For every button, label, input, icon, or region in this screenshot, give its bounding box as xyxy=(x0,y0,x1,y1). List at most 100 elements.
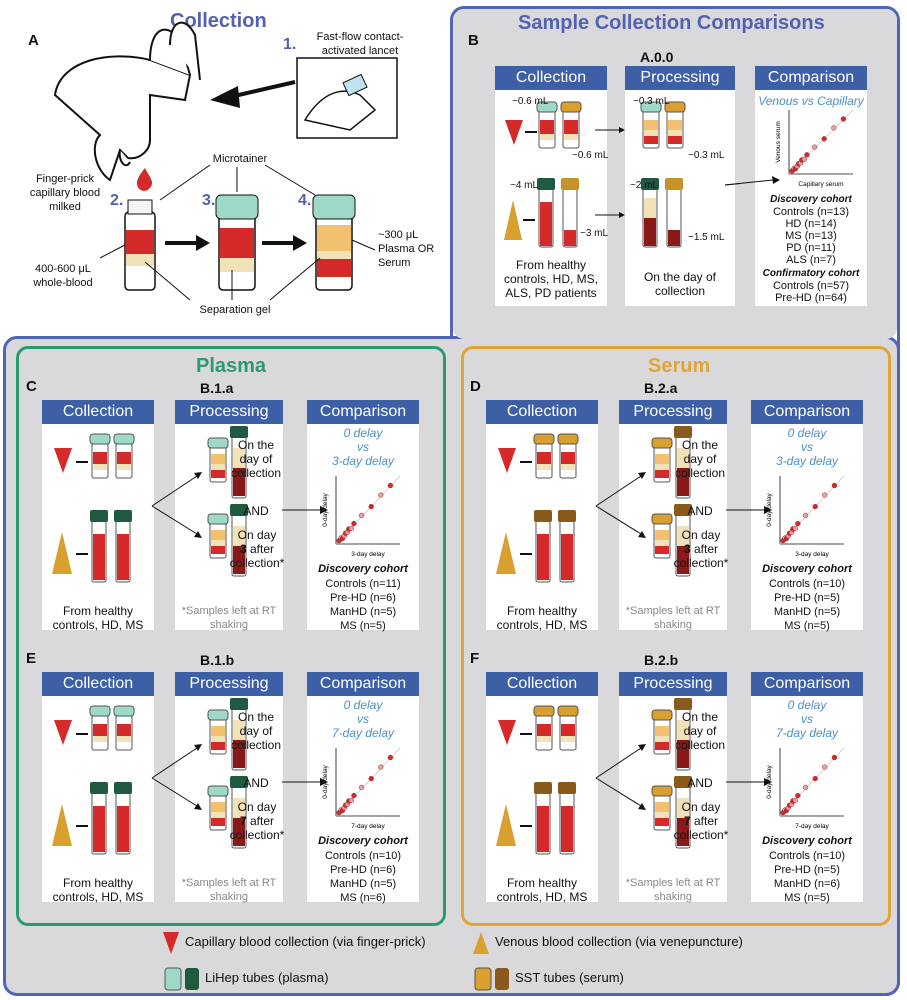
header-collection: Collection xyxy=(486,400,598,424)
whole-blood-label: 400-600 μL whole-blood xyxy=(33,263,93,289)
cohort-title: Discovery cohort xyxy=(762,563,852,575)
y-axis-label: 0-day delay xyxy=(322,492,329,526)
subpanel-d: D B.2.a Collection Processing Comparison xyxy=(464,378,884,632)
b-cohort1-title: Discovery cohort xyxy=(770,194,852,205)
plasma-serum-label: ~300 μL Plasma OR Serum xyxy=(378,229,435,269)
b-cohort1-list: Controls (n=13) HD (n=14) MS (n=13) PD (… xyxy=(755,206,867,266)
later-label: On day 3 after collection* xyxy=(227,528,287,570)
collection-note: From healthy controls, HD, MS xyxy=(496,876,588,904)
legend-sst-tubes-icon xyxy=(474,967,509,991)
capillary-triangle-icon xyxy=(54,448,72,473)
collection-note: From healthy controls, HD, MS xyxy=(52,876,144,904)
header-processing: Processing xyxy=(619,672,727,696)
header-collection: Collection xyxy=(42,672,154,696)
legend-venous-triangle-icon xyxy=(473,932,489,954)
later-post: after collection* xyxy=(229,814,285,842)
and-label: AND xyxy=(243,776,269,790)
b-cohort2-title: Confirmatory cohort xyxy=(762,268,860,279)
later-post: after collection* xyxy=(673,542,729,570)
x-axis-label: Capillary serum xyxy=(798,181,843,188)
legend-lihep-label: LiHep tubes (plasma) xyxy=(205,970,329,985)
later-pre: On day xyxy=(681,528,721,542)
header-collection: Collection xyxy=(42,400,154,424)
arrow-to-comparison xyxy=(726,506,772,514)
data-point xyxy=(387,754,394,761)
b-cohort1-item: ALS (n=7) xyxy=(786,254,836,266)
cohort-item: Controls (n=10) xyxy=(768,850,846,862)
b-vol-cap1: ~0.6 mL xyxy=(512,96,549,107)
lancet-label: Fast-flow contact-activated lancet xyxy=(316,31,404,57)
legend-sst-label: SST tubes (serum) xyxy=(515,970,624,985)
subpanel-e: E B.1.b Collection Processing Comparison xyxy=(20,650,440,904)
data-point xyxy=(348,525,354,531)
comp-b: 7-day delay xyxy=(775,726,839,740)
cohort-item: ManHD (n=5) xyxy=(329,606,397,618)
data-point xyxy=(804,152,810,158)
y-axis-label: 0-day delay xyxy=(766,764,773,798)
cohort-item: MS (n=5) xyxy=(784,620,830,632)
comp-a: 0 delay xyxy=(343,426,383,440)
b-vol-proc-ven1: ~2 mL xyxy=(630,180,659,191)
cohort-item: Pre-HD (n=5) xyxy=(774,592,840,604)
panel-letter: C xyxy=(26,378,37,395)
blood-drop-icon xyxy=(136,168,153,191)
b-cohort2-list: Controls (n=57) Pre-HD (n=64) xyxy=(755,280,867,304)
serum-title: Serum xyxy=(648,355,711,377)
comp-b: 3-day delay xyxy=(331,454,395,468)
x-axis-label: 7-day delay xyxy=(351,823,385,830)
panel-a-title: Collection xyxy=(170,10,267,32)
y-axis-label: 0-day delay xyxy=(322,764,329,798)
finger-prick-label: Finger-prick capillary blood milked xyxy=(29,173,101,213)
data-point xyxy=(801,156,807,162)
cohort-item: Pre-HD (n=5) xyxy=(774,864,840,876)
data-point xyxy=(802,512,809,519)
later-num: 3 xyxy=(683,542,691,556)
data-point xyxy=(840,116,847,122)
step3-number: 3. xyxy=(202,192,216,209)
data-point xyxy=(378,492,384,498)
comp-a: 0 delay xyxy=(787,426,827,440)
b-processing-note: On the day of collection xyxy=(643,270,717,298)
panel-b-comparison-col xyxy=(755,66,867,306)
step2-number: 2. xyxy=(110,192,124,209)
data-point xyxy=(821,136,827,142)
data-point xyxy=(812,775,818,782)
data-point xyxy=(358,512,365,519)
later-num: 7 xyxy=(683,814,691,828)
data-point xyxy=(795,792,801,799)
tube-diagram xyxy=(496,426,744,583)
data-point xyxy=(378,764,384,770)
processing-col xyxy=(619,672,727,902)
cohort-item: ManHD (n=6) xyxy=(773,878,841,890)
scatter-plot: 7-day delay 0-day delay xyxy=(322,747,401,830)
cohort-item: Controls (n=11) xyxy=(325,578,401,590)
panel-b-header-processing: Processing xyxy=(625,66,735,90)
later-label: On day 3 after collection* xyxy=(671,528,731,570)
comp-vs: vs xyxy=(357,440,369,454)
cohort-item: Controls (n=10) xyxy=(324,850,402,862)
venous-triangle-icon xyxy=(496,804,516,846)
and-label: AND xyxy=(243,504,269,518)
capillary-triangle-icon xyxy=(54,720,72,745)
later-pre: On day xyxy=(237,528,277,542)
b-cohort1-item: MS (n=13) xyxy=(785,230,837,242)
processing-col xyxy=(175,672,283,902)
later-pre: On day xyxy=(237,800,277,814)
day-label: On the day of collection xyxy=(230,710,282,752)
panel-letter: D xyxy=(470,378,481,395)
x-axis-label: 3-day delay xyxy=(351,551,385,558)
venous-triangle-icon xyxy=(504,200,522,240)
data-point xyxy=(348,797,354,803)
cohort-list: Controls (n=11)Pre-HD (n=6)ManHD (n=5)MS… xyxy=(307,577,419,633)
plasma-frame xyxy=(16,346,446,926)
hand-illustration xyxy=(53,21,201,182)
panel-code: B.2.b xyxy=(644,652,679,668)
panel-b-header-collection: Collection xyxy=(495,66,607,90)
b-cohort1-item: PD (n=11) xyxy=(786,242,836,254)
panel-a-letter: A xyxy=(28,32,39,49)
b-collection-note: From healthy controls, HD, MS, ALS, PD p… xyxy=(503,258,599,300)
data-point xyxy=(822,764,828,770)
later-post: after collection* xyxy=(229,542,285,570)
header-comparison: Comparison xyxy=(307,400,419,424)
